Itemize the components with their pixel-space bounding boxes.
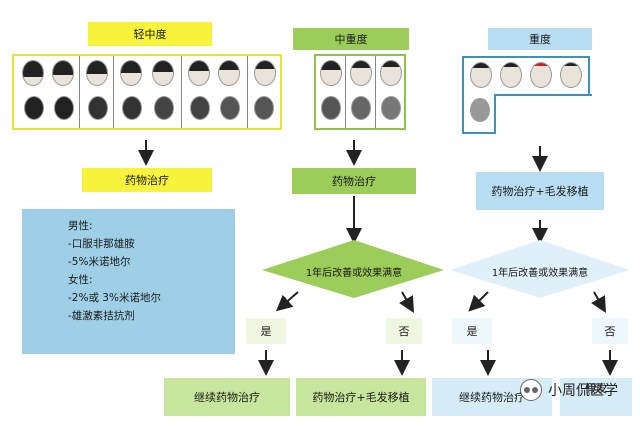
medication-notes-panel: 男性: -口服非那雄胺 -5%米诺地尔 女性: -2%或 3%米诺地尔 -雄激素… [22,209,235,354]
head-top-illustration [88,96,108,120]
head-illustration [188,60,210,86]
moderate-yes-outcome-box: 继续药物治疗 [164,378,290,416]
head-illustration [380,60,402,86]
arrow-diag [399,291,414,313]
severe-illustration-panel [462,56,590,96]
head-top-illustration [190,96,210,120]
head-top-illustration [321,96,341,120]
arrow-diag [468,291,489,312]
severe-illustration-panel-lower [462,94,496,134]
decision-diamond-moderate [262,240,444,298]
severe-panel-divider [494,94,592,96]
head-top-illustration [154,96,174,120]
head-illustration [350,60,372,86]
mild-treatment-box: 药物治疗 [82,168,212,192]
head-top-illustration [122,96,142,120]
mild-header: 轻中度 [88,22,212,46]
moderate-no-outcome-box: 药物治疗+毛发移植 [296,378,426,416]
note-line: 男性: [68,220,93,232]
note-line: -5%米诺地尔 [68,256,131,268]
note-line: -2%或 3%米诺地尔 [68,292,161,304]
head-illustration [152,60,174,86]
head-illustration [52,60,74,86]
head-top-illustration [24,96,44,120]
mild-cell-4 [182,56,248,128]
moderate-severe-illustration-panel [314,54,406,130]
arrow-diag [591,291,606,313]
head-top-illustration [254,96,274,120]
head-top-illustration [351,96,371,120]
head-illustration [254,60,276,86]
moderate-no-box: 否 [386,318,422,344]
head-illustration [218,60,240,86]
decision-diamond-severe [450,240,630,298]
note-line: -雄激素拮抗剂 [68,310,135,322]
moderate-cell-1 [316,56,346,128]
watermark: 小周侃医学 [520,379,618,401]
mild-cell-1 [14,56,80,128]
mild-illustration-panel [12,54,282,130]
severe-treatment-box: 药物治疗+毛发移植 [476,172,604,210]
moderate-severe-header: 中重度 [293,28,409,50]
decision-text-moderate: 1年后改善或效果满意 [305,267,403,279]
head-illustration [560,62,582,88]
head-illustration [320,60,342,86]
note-line: -口服非那雄胺 [68,238,135,250]
severe-no-outcome-box: 假发 [560,378,632,416]
head-illustration [86,60,108,86]
wechat-icon [520,379,542,401]
head-top-illustration [381,96,401,120]
head-illustration [470,62,492,88]
moderate-cell-2 [346,56,376,128]
head-illustration [120,60,142,86]
mild-cell-2 [80,56,114,128]
moderate-treatment-box: 药物治疗 [292,168,416,194]
note-line: 女性: [68,274,93,286]
moderate-yes-box: 是 [246,318,286,344]
severe-header: 重度 [488,28,592,50]
arrow-diag [275,291,299,312]
watermark-text: 小周侃医学 [548,383,618,399]
severe-yes-box: 是 [452,318,492,344]
head-illustration [22,60,44,86]
head-illustration [500,62,522,88]
head-illustration [530,62,552,88]
head-top-illustration [220,96,240,120]
severe-no-box: 否 [592,318,628,344]
decision-text-severe: 1年后改善或效果满意 [491,267,589,279]
mild-cell-3 [114,56,182,128]
head-top-illustration [54,96,74,120]
head-top-illustration [470,98,490,122]
